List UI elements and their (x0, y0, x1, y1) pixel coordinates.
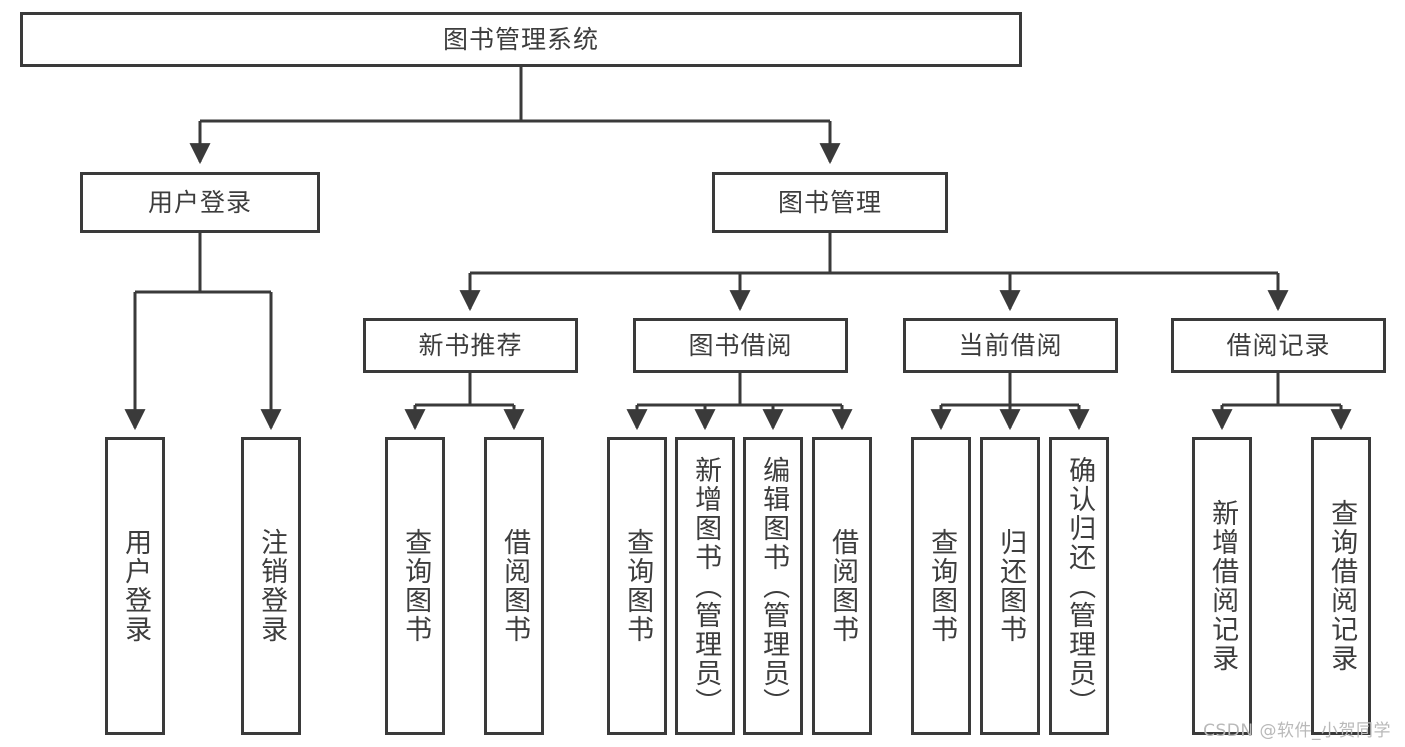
leaf-label: 查询图书 (400, 528, 432, 644)
leaf-label: 归还图书 (995, 528, 1027, 644)
leaf-return-book[interactable]: 归还图书 (980, 437, 1040, 735)
node-borrow-record[interactable]: 借阅记录 (1171, 318, 1386, 373)
leaf-label: 用户登录 (120, 528, 152, 644)
leaf-borrow-book-2[interactable]: 借阅图书 (812, 437, 872, 735)
leaf-label: 查询图书 (622, 528, 654, 644)
node-root[interactable]: 图书管理系统 (20, 12, 1022, 67)
leaf-label: 编辑图书（管理员） (758, 455, 790, 717)
node-book-management[interactable]: 图书管理 (712, 172, 948, 233)
leaf-label: 新增图书（管理员） (690, 455, 722, 717)
leaf-add-book[interactable]: 新增图书（管理员） (675, 437, 735, 735)
leaf-edit-book[interactable]: 编辑图书（管理员） (743, 437, 803, 735)
leaf-query-book-2[interactable]: 查询图书 (607, 437, 667, 735)
leaf-user-login[interactable]: 用户登录 (105, 437, 165, 735)
leaf-label: 借阅图书 (827, 528, 859, 644)
leaf-label: 新增借阅记录 (1207, 499, 1239, 673)
leaf-label: 查询借阅记录 (1326, 499, 1358, 673)
node-current-borrow[interactable]: 当前借阅 (903, 318, 1118, 373)
leaf-borrow-book-1[interactable]: 借阅图书 (484, 437, 544, 735)
watermark: CSDN @软件_小贺同学 (1203, 721, 1391, 741)
leaf-label: 查询图书 (926, 528, 958, 644)
node-book-borrow[interactable]: 图书借阅 (633, 318, 848, 373)
leaf-label: 注销登录 (256, 528, 288, 644)
leaf-label: 借阅图书 (499, 528, 531, 644)
leaf-query-book-1[interactable]: 查询图书 (385, 437, 445, 735)
leaf-query-record[interactable]: 查询借阅记录 (1311, 437, 1371, 735)
leaf-confirm-return[interactable]: 确认归还（管理员） (1049, 437, 1109, 735)
node-user-login[interactable]: 用户登录 (80, 172, 320, 233)
leaf-query-book-3[interactable]: 查询图书 (911, 437, 971, 735)
node-new-book-recommend[interactable]: 新书推荐 (363, 318, 578, 373)
leaf-label: 确认归还（管理员） (1064, 455, 1096, 717)
leaf-logout[interactable]: 注销登录 (241, 437, 301, 735)
leaf-add-record[interactable]: 新增借阅记录 (1192, 437, 1252, 735)
